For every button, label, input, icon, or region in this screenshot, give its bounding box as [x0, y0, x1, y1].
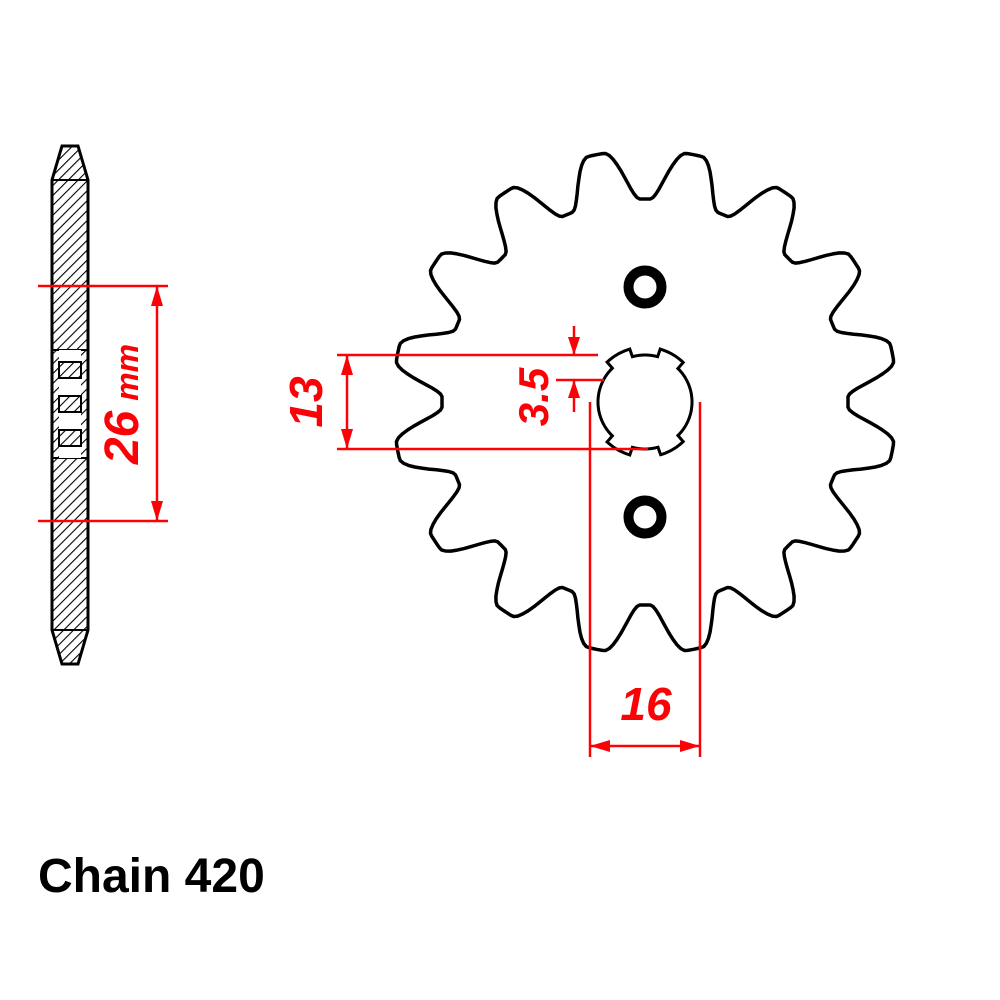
arrowhead-up	[568, 380, 580, 398]
dimension-value-16: 16	[620, 678, 672, 730]
sprocket-front-view	[394, 151, 896, 653]
arrowhead-right	[680, 740, 700, 752]
side-spline-block	[58, 395, 82, 413]
side-spline-block	[58, 361, 82, 379]
dimension-value-26mm: 26mm	[96, 344, 149, 465]
dimension-16: 16	[588, 402, 702, 757]
chain-size-label: Chain 420	[38, 850, 265, 903]
dimension-26mm: 26mm	[38, 284, 168, 523]
arrowhead-down	[151, 501, 163, 521]
dimension-3-5: 3.5	[510, 326, 604, 426]
sprocket-side-view	[50, 144, 90, 666]
dimension-value-3-5: 3.5	[510, 367, 557, 426]
dimension-13: 13	[280, 353, 648, 451]
arrowhead-up	[341, 355, 353, 375]
arrowhead-up	[151, 286, 163, 306]
splined-bore-outline	[596, 346, 694, 458]
bolt-hole-top	[623, 265, 667, 309]
dimension-value-13: 13	[280, 376, 332, 428]
arrowhead-down	[568, 337, 580, 355]
arrowhead-down	[341, 429, 353, 449]
bolt-hole-bottom	[623, 495, 667, 539]
arrowhead-left	[590, 740, 610, 752]
side-spline-block	[58, 429, 82, 447]
